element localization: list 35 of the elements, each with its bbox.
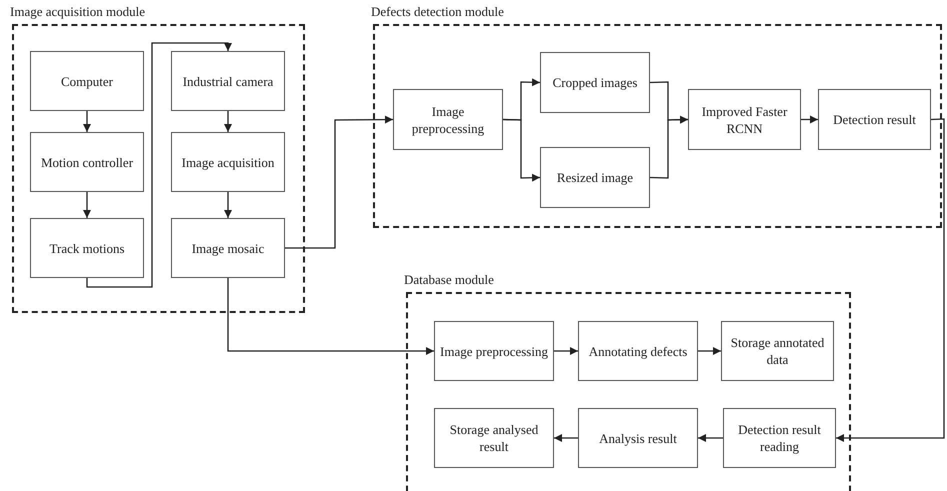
process-box: Storage analysed result (434, 408, 554, 468)
process-box: Detection result reading (723, 408, 836, 468)
process-box: Image mosaic (171, 218, 285, 278)
process-box: Image preprocessing (393, 89, 503, 150)
arrow (227, 278, 434, 355)
arrow (801, 116, 818, 124)
process-box: Detection result (818, 89, 931, 150)
arrow (554, 347, 578, 355)
arrow (83, 111, 91, 132)
process-box: Motion controller (30, 132, 144, 192)
arrow (83, 192, 91, 218)
arrow (554, 434, 578, 442)
arrow (698, 347, 721, 355)
module-title: Database module (404, 272, 494, 288)
process-box: Track motions (30, 218, 144, 278)
arrow (224, 192, 232, 218)
module-title: Defects detection module (371, 4, 504, 20)
process-box: Computer (30, 51, 144, 111)
arrow (502, 118, 540, 182)
arrow (836, 118, 945, 442)
process-box: Industrial camera (171, 51, 285, 111)
process-box: Resized image (540, 147, 650, 208)
arrow (224, 111, 232, 132)
arrow (86, 42, 232, 288)
process-box: Annotating defects (578, 321, 698, 381)
process-box: Improved Faster RCNN (688, 89, 801, 150)
arrow (698, 434, 723, 442)
process-box: Image acquisition (171, 132, 285, 192)
module-title: Image acquisition module (10, 4, 146, 20)
arrow (285, 116, 393, 249)
arrow (650, 116, 688, 179)
process-box: Cropped images (540, 52, 650, 113)
process-box: Storage annotated data (721, 321, 834, 381)
process-box: Image preprocessing (434, 321, 554, 381)
process-box: Analysis result (578, 408, 698, 468)
